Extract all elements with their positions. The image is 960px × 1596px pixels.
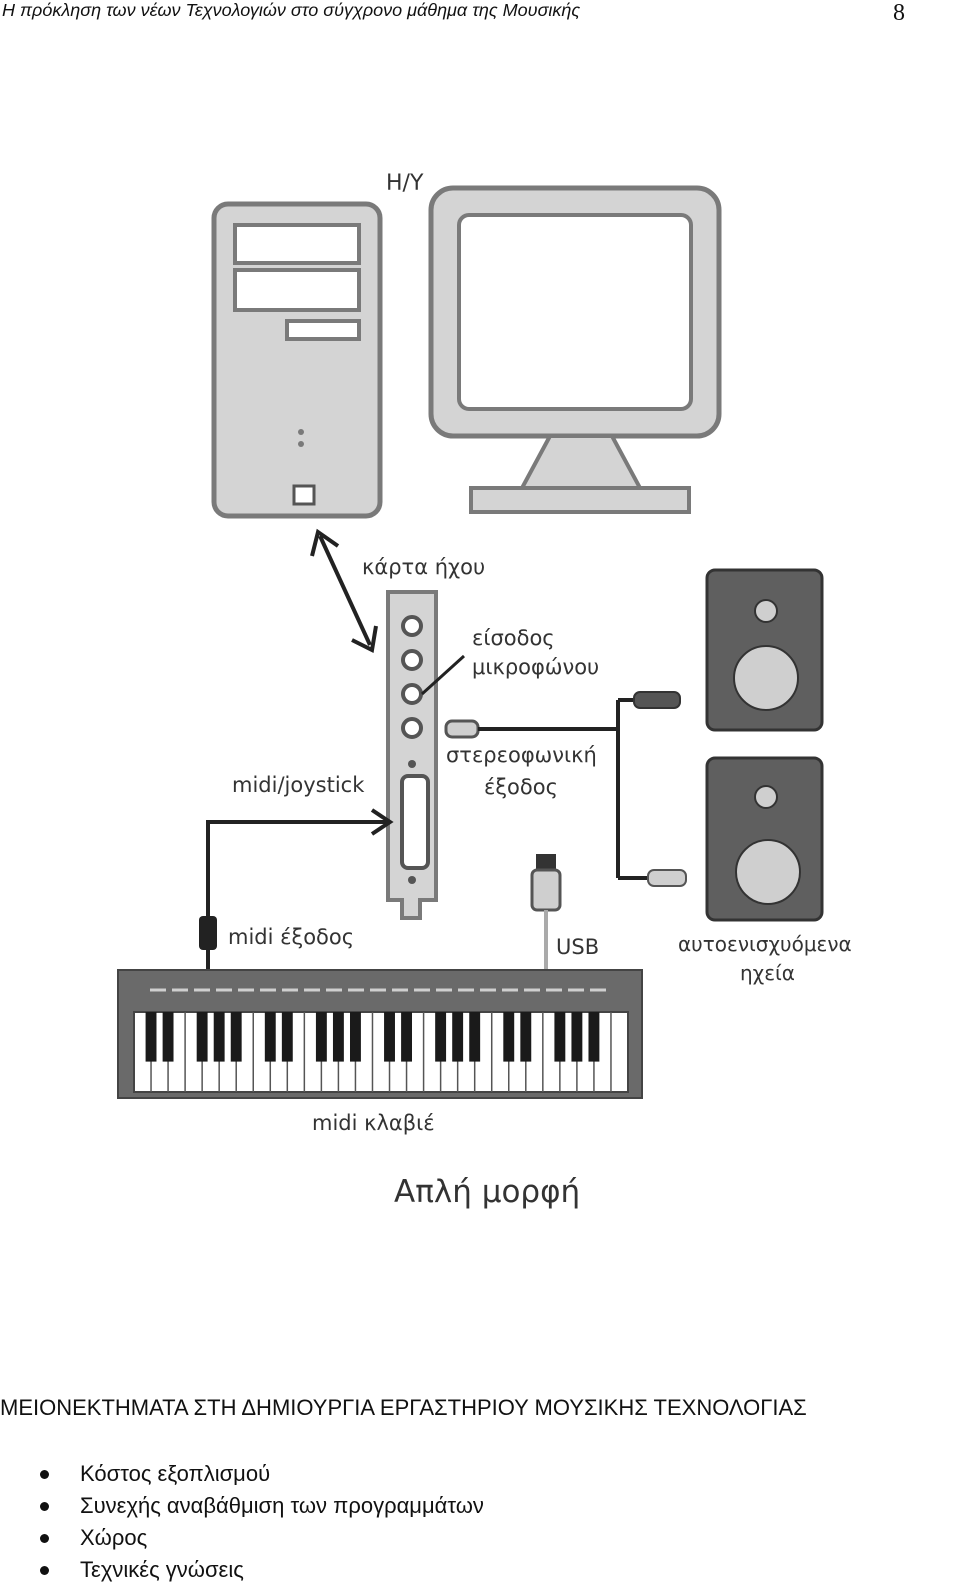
black-key bbox=[554, 1012, 566, 1062]
black-key bbox=[401, 1012, 413, 1062]
black-key bbox=[571, 1012, 583, 1062]
black-key bbox=[349, 1012, 361, 1062]
label-pc: Η/Υ bbox=[386, 171, 424, 196]
bullet-icon bbox=[40, 1470, 49, 1479]
audio-cable-icon bbox=[444, 691, 687, 887]
black-key bbox=[452, 1012, 464, 1062]
black-key bbox=[264, 1012, 276, 1062]
black-key bbox=[145, 1012, 157, 1062]
label-usb: USB bbox=[556, 935, 599, 959]
page-number: 8 bbox=[893, 0, 905, 26]
black-key bbox=[520, 1012, 532, 1062]
black-key bbox=[588, 1012, 600, 1062]
black-key bbox=[196, 1012, 208, 1062]
label-mic-input-2: μικροφώνου bbox=[472, 655, 599, 679]
label-mic-input-1: είσοδος bbox=[472, 626, 555, 650]
midi-keyboard-icon bbox=[117, 969, 643, 1099]
list-item: Συνεχής αναβάθμιση των προγραμμάτων bbox=[0, 1490, 484, 1522]
label-midi-output: midi έξοδος bbox=[228, 925, 354, 949]
list-item: Κόστος εξοπλισμού bbox=[0, 1458, 484, 1490]
speaker-top-icon bbox=[705, 568, 824, 732]
black-key bbox=[435, 1012, 447, 1062]
bullet-icon bbox=[40, 1566, 49, 1575]
diagram-caption: Απλή μορφή bbox=[394, 1174, 580, 1210]
setup-diagram: Η/Υ κάρτα ήχου είσοδος μικροφώνου στερεο… bbox=[117, 171, 852, 1210]
black-key bbox=[469, 1012, 481, 1062]
usb-cable-icon bbox=[530, 854, 562, 972]
midi-cable-icon bbox=[199, 808, 394, 972]
pc-tower-icon bbox=[211, 201, 383, 519]
black-key bbox=[315, 1012, 327, 1062]
connection-arrow-icon bbox=[310, 528, 378, 653]
list-item: Τεχνικές γνώσεις bbox=[0, 1554, 484, 1586]
black-key bbox=[503, 1012, 515, 1062]
monitor-icon bbox=[428, 185, 722, 514]
list-item: Χώρος bbox=[0, 1522, 484, 1554]
mic-pointer-line bbox=[420, 654, 466, 696]
label-stereo-output-1: στερεοφωνική bbox=[446, 743, 597, 767]
black-key bbox=[281, 1012, 293, 1062]
label-speakers-1: αυτοενισχυόμενα bbox=[678, 932, 852, 956]
speaker-bottom-icon bbox=[705, 756, 824, 922]
black-key bbox=[213, 1012, 225, 1062]
section-heading: ΜΕΙΟΝΕΚΤΗΜΑΤΑ ΣΤΗ ΔΗΜΙΟΥΡΓΙΑ ΕΡΓΑΣΤΗΡΙΟΥ… bbox=[0, 1395, 807, 1420]
label-stereo-output-2: έξοδος bbox=[484, 775, 558, 799]
header-title: Η πρόκληση των νέων Τεχνολογιών στο σύγχ… bbox=[2, 0, 581, 20]
black-key bbox=[230, 1012, 242, 1062]
sound-card-icon bbox=[386, 590, 438, 920]
label-midi-keyboard: midi κλαβιέ bbox=[312, 1111, 435, 1135]
black-key bbox=[162, 1012, 174, 1062]
label-sound-card: κάρτα ήχου bbox=[362, 555, 485, 579]
black-key bbox=[332, 1012, 344, 1062]
label-speakers-2: ηχεία bbox=[740, 961, 795, 985]
bullet-icon bbox=[40, 1534, 49, 1543]
disadvantages-list: Κόστος εξοπλισμού Συνεχής αναβάθμιση των… bbox=[0, 1458, 484, 1586]
black-key bbox=[384, 1012, 395, 1062]
bullet-icon bbox=[40, 1502, 49, 1511]
label-midi-joystick: midi/joystick bbox=[232, 773, 365, 797]
